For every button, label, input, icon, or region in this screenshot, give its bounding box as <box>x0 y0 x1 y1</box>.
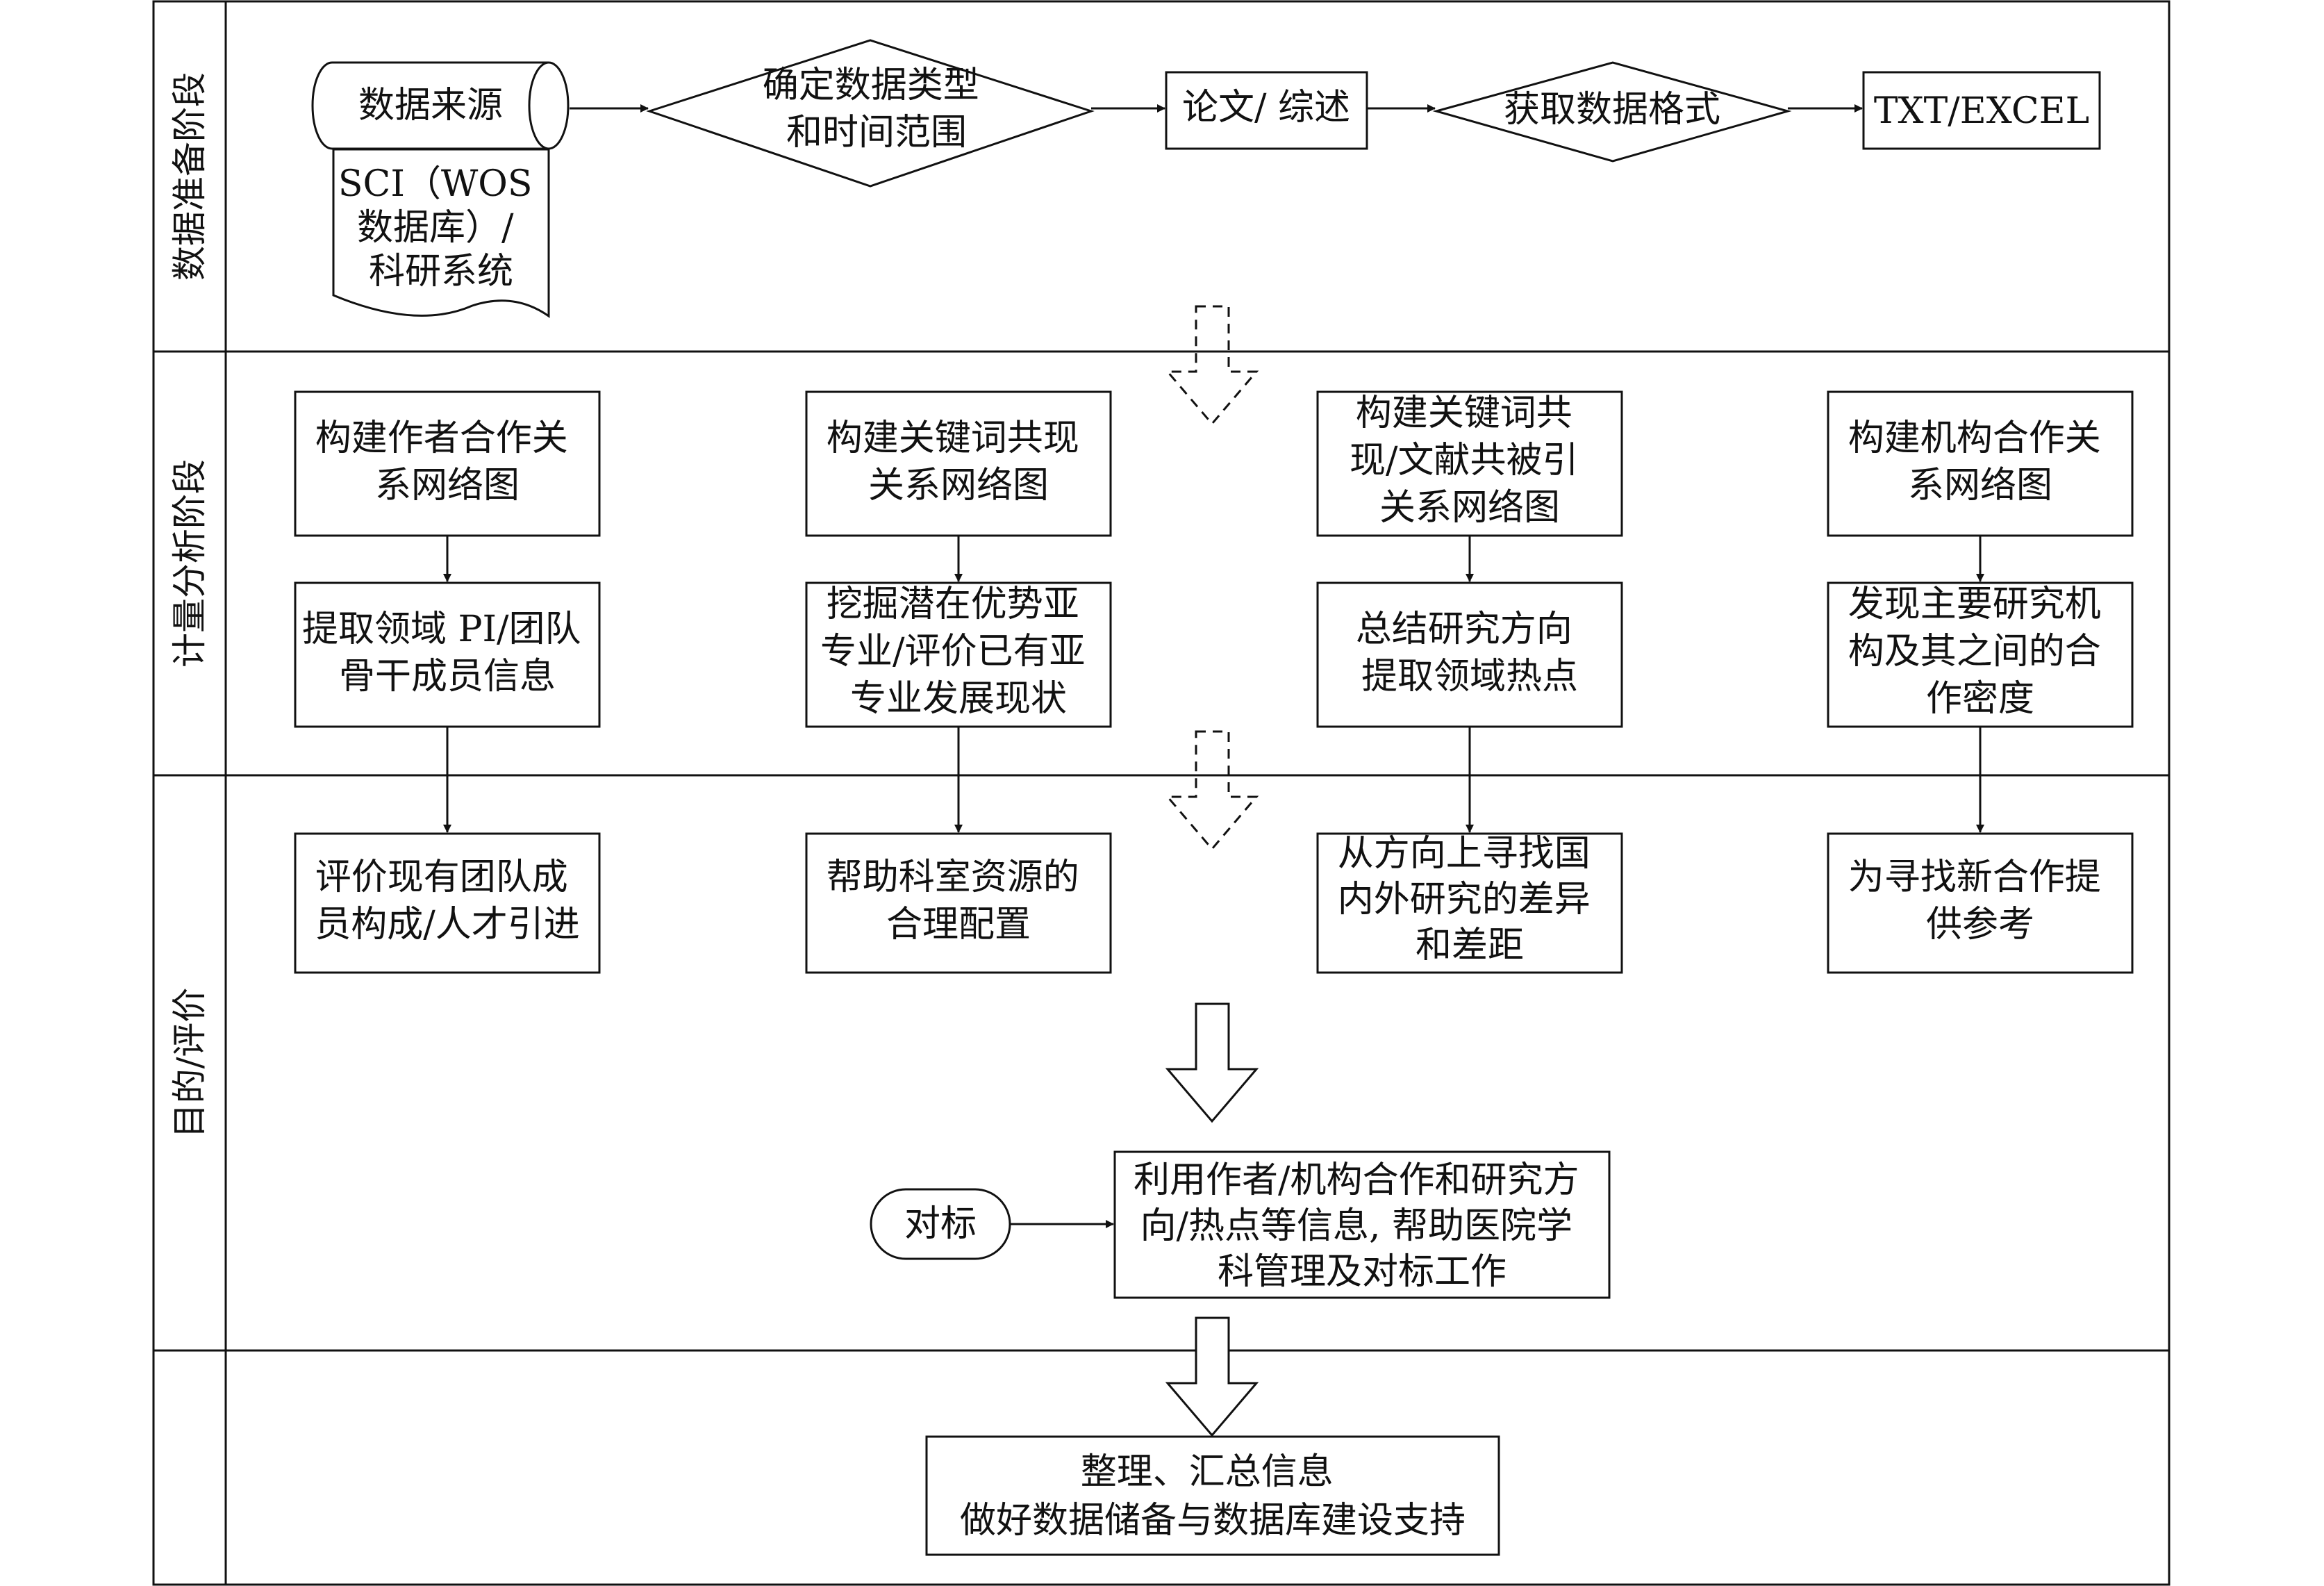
decision-data-format-label: 获取数据格式 <box>1504 89 1720 131</box>
output-format-label: TXT/EXCEL <box>1874 90 2089 132</box>
mine-subspecialty-box <box>805 581 1112 728</box>
build-keyword-network-label: 构建关键词共现 关系网络图 <box>827 418 1091 506</box>
output-format-box <box>1862 71 2101 150</box>
build-institution-network-label: 构建机构合作关 系网络图 <box>1848 418 2113 506</box>
lane-label-purpose: 目的/评价 <box>169 988 210 1139</box>
swimlane-frame <box>152 0 2171 1586</box>
block-arrow-1 <box>1165 1002 1259 1123</box>
paper-review-label: 论文/ 综述 <box>1182 87 1350 129</box>
summary-label: 利用作者/机构合作和研究方 向/热点等信息, 帮助医院学 科管理及对标工作 <box>1134 1159 1591 1293</box>
lane-label-analysis: 计量分析阶段 <box>169 459 210 668</box>
document-shape <box>332 148 550 318</box>
resource-allocation-label: 帮助科室资源的 合理配置 <box>827 857 1091 945</box>
build-institution-network-box <box>1827 390 2134 537</box>
block-arrow-2 <box>1165 1316 1259 1437</box>
build-author-network-box <box>294 390 601 537</box>
resource-allocation-box <box>805 832 1112 974</box>
mine-subspecialty-label: 挖掘潜在优势亚 专业/评价已有亚 专业发展现状 <box>820 584 1097 720</box>
decision-data-type-label: 确定数据类型 和时间范围 <box>763 65 991 154</box>
research-gap-label: 从方向上寻找国 内外研究的差异 和差距 <box>1338 833 1602 966</box>
discover-institutions-label: 发现主要研究机 构及其之间的合 作密度 <box>1848 584 2113 720</box>
paper-review-box <box>1165 71 1368 150</box>
evaluate-team-box <box>294 832 601 974</box>
build-keyword-network-box <box>805 390 1112 537</box>
build-author-network-label: 构建作者合作关 系网络图 <box>315 418 580 506</box>
final-box <box>925 1435 1500 1556</box>
dashed-block-arrow-1 <box>1165 305 1259 426</box>
data-source-detail: SCI（WOS 数据库）/ 科研系统 <box>338 163 544 292</box>
benchmark-label: 对标 <box>904 1203 977 1245</box>
evaluate-team-label: 评价现有团队成 员构成/人才引进 <box>315 857 580 945</box>
summary-box <box>1113 1150 1611 1299</box>
summarize-hotspots-label: 总结研究方向 提取领域热点 <box>1356 609 1584 697</box>
extract-pi-box <box>294 581 601 728</box>
decision-data-type <box>646 39 1095 188</box>
decision-data-format <box>1432 61 1792 163</box>
data-source-title: 数据来源 <box>358 85 503 126</box>
data-source-node <box>311 61 570 318</box>
lane-label-data-prep: 数据准备阶段 <box>169 72 210 281</box>
build-cocitation-network-label: 构建关键词共 现/文献共被引 关系网络图 <box>1350 393 1590 529</box>
new-collaboration-label: 为寻找新合作提 供参考 <box>1848 857 2113 945</box>
new-collaboration-box <box>1827 832 2134 974</box>
discover-institutions-box <box>1827 581 2134 728</box>
research-gap-box <box>1316 832 1623 974</box>
summarize-hotspots-box <box>1316 581 1623 728</box>
final-label: 整理、汇总信息 做好数据储备与数据库建设支持 <box>960 1451 1466 1542</box>
dashed-block-arrow-2 <box>1165 730 1259 851</box>
extract-pi-label: 提取领域 PI/团队 骨干成员信息 <box>302 609 592 697</box>
